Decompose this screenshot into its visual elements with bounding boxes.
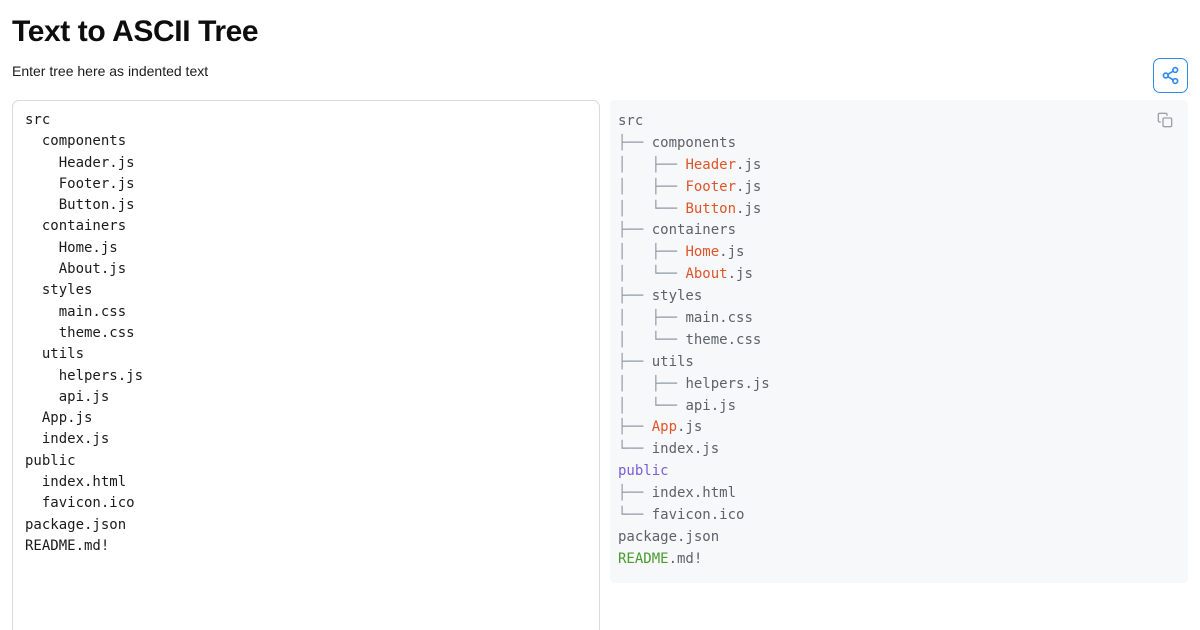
tree-node-ext: .ico: [710, 507, 745, 524]
tree-line: │ ├── Home.js: [618, 242, 1188, 264]
tree-node-name: main: [685, 310, 720, 327]
tree-line: ├── containers: [618, 220, 1188, 242]
tree-line: ├── index.html: [618, 483, 1188, 505]
tree-node-ext: .js: [744, 375, 770, 392]
tree-node-ext: .css: [719, 310, 753, 327]
tree-branch: ├──: [618, 353, 652, 370]
tree-node-name: index: [651, 485, 694, 502]
tree-node-ext: .json: [677, 528, 720, 545]
tree-line: │ ├── Header.js: [618, 155, 1188, 177]
tree-node-name: helpers: [685, 375, 745, 392]
tree-branch: ├──: [618, 419, 652, 436]
tree-line: │ └── api.js: [618, 396, 1188, 418]
share-icon: [1161, 66, 1180, 85]
tree-node-name: src: [618, 113, 644, 129]
tree-branch: │ └──: [618, 397, 686, 414]
tree-node-ext: .js: [693, 441, 720, 458]
tree-node-name: containers: [651, 222, 737, 239]
tree-node-ext: .js: [719, 244, 745, 261]
page-subtitle: Enter tree here as indented text: [12, 63, 209, 79]
tree-branch: ├──: [618, 485, 652, 502]
output-panel: src├── components│ ├── Header.js│ ├── Fo…: [610, 100, 1188, 583]
tree-node-ext: .css: [727, 331, 762, 348]
tree-line: ├── App.js: [618, 417, 1188, 439]
tree-node-ext: .js: [736, 156, 762, 173]
tree-branch: └──: [618, 507, 652, 524]
tree-line: └── favicon.ico: [618, 505, 1188, 527]
tree-branch: │ └──: [618, 200, 686, 217]
tree-node-ext: .js: [677, 419, 703, 436]
tree-node-name: Footer: [685, 178, 737, 195]
tree-line: ├── utils: [618, 352, 1188, 374]
tree-node-name: Home: [685, 244, 720, 261]
tree-line: │ └── theme.css: [618, 330, 1188, 352]
tree-node-ext: .md!: [668, 550, 703, 567]
tree-node-name: utils: [651, 353, 694, 370]
tree-line: ├── components: [618, 133, 1188, 155]
tree-node-name: Button: [685, 200, 737, 217]
tree-line: │ └── About.js: [618, 264, 1188, 286]
tree-branch: ├──: [618, 134, 652, 151]
tree-node-name: App: [651, 419, 678, 436]
tree-line: └── index.js: [618, 439, 1188, 461]
tree-line: │ ├── Footer.js: [618, 177, 1188, 199]
tree-line: │ ├── main.css: [618, 308, 1188, 330]
copy-icon: [1157, 112, 1173, 128]
tree-branch: ├──: [618, 222, 652, 239]
input-panel[interactable]: [12, 100, 600, 630]
tree-node-name: api: [685, 397, 711, 414]
tree-node-name: About: [685, 266, 728, 283]
tree-line: README.md!: [618, 549, 1188, 571]
tree-node-name: package: [618, 528, 678, 545]
tree-branch: │ ├──: [618, 310, 686, 327]
tree-branch: │ └──: [618, 266, 686, 283]
tree-line: public: [618, 461, 1188, 483]
tree-node-name: README: [618, 550, 669, 567]
tree-branch: │ ├──: [618, 156, 686, 173]
tree-line: │ └── Button.js: [618, 199, 1188, 221]
tree-branch: ├──: [618, 288, 652, 305]
tree-line: src: [618, 111, 1188, 133]
tree-input[interactable]: [25, 110, 589, 630]
ascii-tree-output: src├── components│ ├── Header.js│ ├── Fo…: [610, 100, 1188, 571]
tree-node-ext: .js: [736, 200, 762, 217]
tree-branch: │ └──: [618, 331, 686, 348]
header: Text to ASCII Tree Enter tree here as in…: [12, 14, 259, 81]
copy-button[interactable]: [1152, 108, 1178, 132]
tree-node-ext: .js: [710, 397, 737, 414]
tree-node-ext: .js: [736, 178, 762, 195]
tree-line: ├── styles: [618, 286, 1188, 308]
tree-node-name: components: [651, 134, 737, 151]
tree-node-name: Header: [685, 156, 737, 173]
tree-branch: │ ├──: [618, 178, 686, 195]
tree-node-name: index: [651, 441, 694, 458]
tree-node-ext: .js: [727, 266, 753, 283]
tree-node-name: public: [618, 463, 669, 480]
tree-node-name: favicon: [651, 507, 711, 524]
share-button[interactable]: [1153, 58, 1188, 93]
tree-branch: │ ├──: [618, 375, 686, 392]
tree-node-name: styles: [651, 288, 703, 305]
page-title: Text to ASCII Tree: [12, 15, 259, 48]
tree-line: │ ├── helpers.js: [618, 374, 1188, 396]
tree-line: package.json: [618, 527, 1188, 549]
tree-node-ext: .html: [693, 485, 737, 502]
tree-node-name: theme: [685, 331, 728, 348]
tree-branch: └──: [618, 441, 652, 458]
tree-branch: │ ├──: [618, 244, 686, 261]
